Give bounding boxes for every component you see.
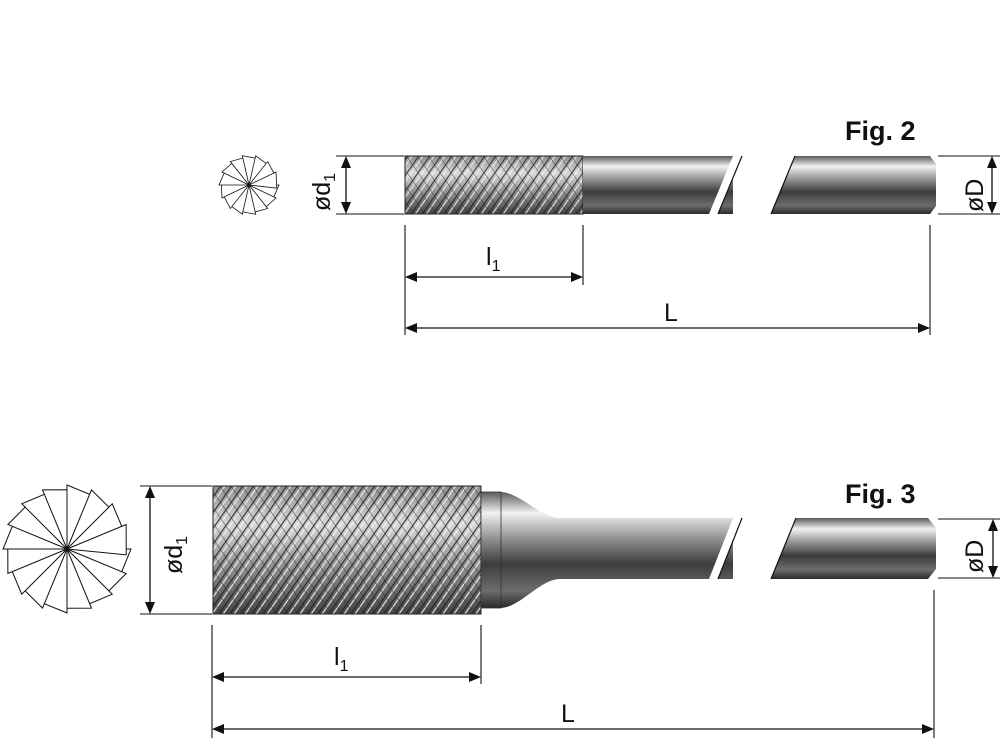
carbide-burr-icon xyxy=(404,155,936,215)
head-diameter-subscript: 1 xyxy=(322,173,339,182)
shank-diameter-dimension: øD xyxy=(938,518,1000,579)
shank-diameter-dimension: øD xyxy=(938,155,1000,215)
cut-length-label: l xyxy=(334,643,340,671)
figure-title: Fig. 2 xyxy=(845,116,916,146)
total-length-label: L xyxy=(664,299,678,327)
head-diameter-label: ød xyxy=(308,182,336,211)
head-diameter-dimension: ød1 xyxy=(308,155,404,215)
rotor-end-view-icon xyxy=(218,155,280,215)
cut-length-subscript: 1 xyxy=(340,658,349,675)
svg-text:l1: l1 xyxy=(334,643,349,675)
figure-3: Fig. 3 ød1 xyxy=(2,479,1000,738)
cut-length-dimension: l1 xyxy=(404,225,584,335)
cut-length-label: l xyxy=(486,243,492,271)
cut-length-dimension: l1 xyxy=(211,625,482,738)
rotor-blade xyxy=(247,171,278,189)
svg-text:ød1: ød1 xyxy=(160,536,191,574)
total-length-dimension: L xyxy=(405,225,931,335)
figure-2: Fig. 2 ød1 xyxy=(218,116,1000,335)
total-length-label: L xyxy=(561,700,575,728)
svg-text:l1: l1 xyxy=(486,243,501,275)
rotor-end-view-icon xyxy=(2,484,132,614)
head-diameter-label: ød xyxy=(160,545,188,574)
head-diameter-subscript: 1 xyxy=(174,536,191,545)
head-diameter-dimension: ød1 xyxy=(140,485,212,615)
carbide-burr-icon xyxy=(212,485,936,615)
svg-text:ød1: ød1 xyxy=(308,173,339,211)
cut-length-subscript: 1 xyxy=(492,258,501,275)
total-length-dimension: L xyxy=(212,590,935,738)
shank-diameter-label: øD xyxy=(961,179,989,212)
figure-title: Fig. 3 xyxy=(845,479,916,509)
shank-diameter-label: øD xyxy=(961,540,989,573)
rotor-blade xyxy=(66,523,127,556)
